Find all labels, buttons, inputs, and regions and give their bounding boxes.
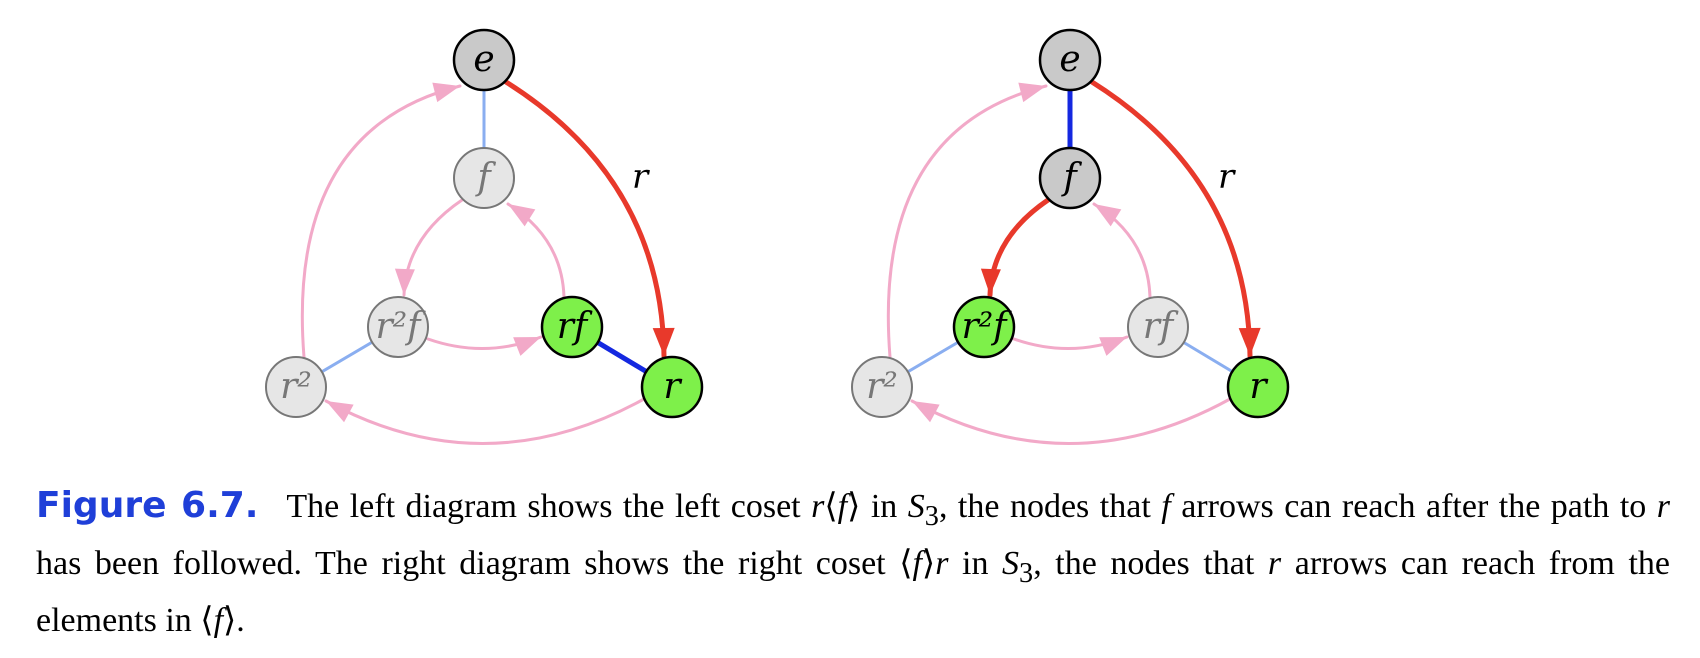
- caption-subscript: 3: [924, 500, 939, 532]
- node-label-r2: r²: [280, 366, 312, 407]
- node-label-r2: r²: [866, 366, 898, 407]
- caption-text: has been followed. The right diagram sho…: [36, 544, 913, 582]
- r-arrow-e-r: [503, 79, 667, 359]
- r-arrow-r-r2: [910, 397, 1232, 445]
- r-arrow-rf-f-arrowhead: [508, 204, 536, 227]
- node-r2: [851, 356, 913, 418]
- caption-math: f: [213, 601, 224, 639]
- node-r2f: [952, 295, 1016, 359]
- caption-math: f: [837, 488, 848, 525]
- node-label-e: e: [1059, 39, 1080, 80]
- node-f: [1038, 146, 1102, 210]
- figure-caption: Figure 6.7. The left diagram shows the l…: [36, 482, 1670, 644]
- node-r2: [265, 356, 327, 418]
- r-arrow-rf-f: [506, 202, 566, 299]
- node-label-r2f: r²f: [962, 306, 1013, 347]
- caption-text: arrows can reach after the path to: [1170, 488, 1657, 525]
- caption-math: f: [1161, 488, 1171, 525]
- r-arrow-rf-f: [1092, 202, 1152, 299]
- node-label-e: e: [473, 39, 494, 80]
- r-arrow-r-r2-arrowhead: [912, 401, 940, 423]
- r-arrow-e-r-arrowhead: [1238, 327, 1261, 356]
- caption-text: ⟩ in: [847, 488, 908, 525]
- caption-math: f: [912, 544, 922, 582]
- caption-text: , the nodes that: [1033, 544, 1268, 582]
- r-arrow-f-r2f: [402, 198, 464, 297]
- caption-math: S: [907, 488, 925, 525]
- r-arrow-e-r: [1089, 79, 1253, 359]
- caption-math: S: [1002, 544, 1020, 582]
- node-r: [1226, 355, 1290, 419]
- r-arrow-f-r2f: [987, 197, 1051, 298]
- node-e: [452, 28, 516, 92]
- r-arrow-e-r-arrowhead: [652, 327, 675, 356]
- r-arrow-rf-f-arrowhead: [1094, 204, 1122, 227]
- edge-label-r: r: [1218, 157, 1236, 197]
- node-label-r2f: r²f: [376, 306, 427, 347]
- caption-math: r: [811, 488, 825, 525]
- r-arrow-r2f-rf-arrowhead: [1099, 337, 1127, 356]
- node-rf: [1127, 296, 1189, 358]
- caption-math: r: [1267, 544, 1282, 582]
- caption-text: ⟩.: [223, 601, 245, 639]
- node-rf: [540, 295, 604, 359]
- r-arrow-f-r2f-arrowhead: [394, 268, 415, 295]
- caption-text: The left diagram shows the left coset: [276, 488, 812, 525]
- caption-text: ⟩: [921, 544, 936, 582]
- r-arrow-r2f-rf-arrowhead: [513, 337, 541, 356]
- caption-text: arrows can reach from the elements in ⟨: [36, 544, 1670, 639]
- node-label-r: r: [1249, 366, 1268, 407]
- r-arrow-r2-e: [886, 84, 1048, 359]
- caption-text: , the nodes that: [938, 488, 1162, 525]
- r-arrow-r-r2: [324, 397, 646, 445]
- node-label-rf: rf: [1143, 306, 1179, 347]
- r-arrow-r2-e-arrowhead: [432, 82, 460, 103]
- caption-subscript: 3: [1019, 557, 1034, 589]
- node-e: [1038, 28, 1102, 92]
- caption-text: ⟨: [824, 488, 838, 525]
- r-arrow-r2-e: [300, 84, 462, 359]
- node-f: [453, 147, 515, 209]
- caption-math: r: [1656, 488, 1670, 525]
- r-arrow-r-r2-arrowhead: [326, 401, 354, 423]
- figure-label: Figure 6.7.: [36, 485, 259, 526]
- node-label-rf: rf: [557, 306, 593, 347]
- edge-label-r: r: [632, 157, 650, 197]
- node-r2f: [367, 296, 429, 358]
- r-arrow-r2-e-arrowhead: [1018, 82, 1046, 103]
- node-r: [640, 355, 704, 419]
- r-arrow-f-r2f-arrowhead: [980, 268, 1001, 295]
- caption-text: in: [948, 544, 1003, 582]
- caption-math: r: [935, 544, 949, 582]
- node-label-r: r: [663, 366, 682, 407]
